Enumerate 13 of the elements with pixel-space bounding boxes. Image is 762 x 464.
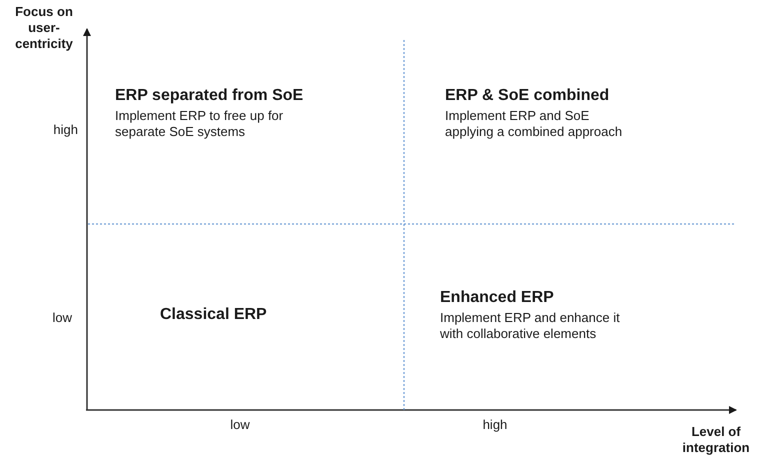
quadrant-description: Implement ERP and enhance it with collaborative elements — [440, 310, 621, 342]
tick-label: low — [229, 417, 251, 433]
axis-title: Level of integration — [681, 424, 751, 456]
tick-label: high — [52, 122, 78, 138]
quadrant-description: Implement ERP and SoE applying a combined approach — [445, 108, 624, 140]
quadrant-heading: Enhanced ERP — [440, 288, 555, 308]
tick-label: low — [51, 310, 72, 326]
quadrant-heading: Classical ERP — [160, 305, 268, 325]
quadrant-heading: ERP & SoE combined — [445, 86, 610, 106]
quadrant-heading: ERP separated from SoE — [115, 86, 304, 106]
quadrant-description: Implement ERP to free up for separate SoE systems — [115, 108, 284, 140]
axis-title: Focus on user-centricity — [14, 4, 74, 52]
tick-label: high — [482, 417, 508, 433]
